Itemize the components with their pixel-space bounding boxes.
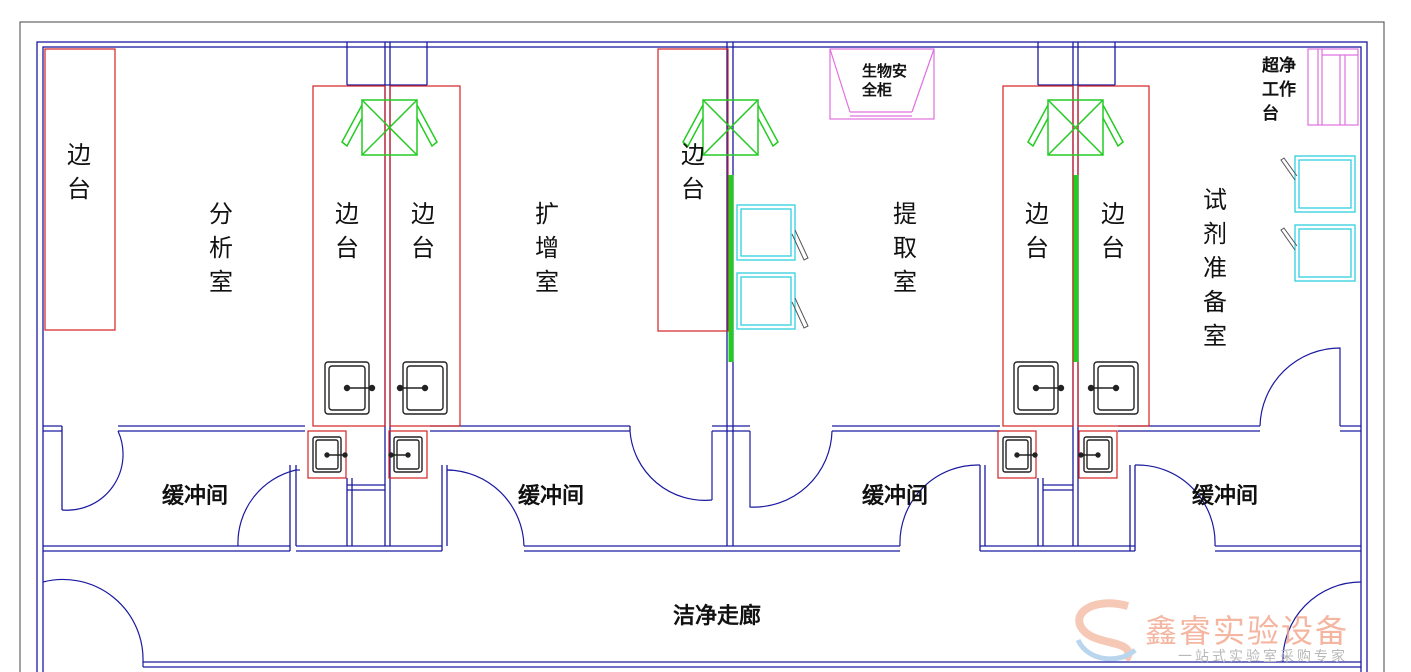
label-bench-c: 边 台 [681,141,705,203]
label-extraction-room: 提 取 室 [893,200,917,296]
label-amplification-room: 扩 增 室 [535,200,559,296]
fume-hoods [341,99,1124,362]
label-bench-d: 边 台 [1025,200,1049,262]
watermark-slogan: 一站式实验室采购专家 [1178,649,1348,665]
label-biosafety-cabinet: 生物安 全柜 [862,62,908,99]
drawing-frame [19,21,1385,672]
watermark-brand: 鑫睿实验设备 [1145,612,1350,650]
watermark-logo [1075,599,1137,663]
label-analysis-room: 分 析 室 [209,200,233,296]
outer-walls [36,41,1368,672]
label-buffer-1: 缓冲间 [162,484,229,509]
partition-walls [43,42,1361,668]
sinks [312,361,1139,473]
label-reagent-prep-room: 试 剂 准 备 室 [1203,186,1227,350]
label-clean-bench: 超净 工作 台 [1262,56,1296,124]
cabinets [829,48,1359,126]
label-buffer-3: 缓冲间 [862,484,929,509]
label-corridor: 洁净走廊 [673,604,762,629]
label-side-bench-left: 边 台 [67,141,91,203]
doors [42,347,1362,667]
label-bench-b: 边 台 [411,200,435,262]
label-bench-a: 边 台 [335,200,359,262]
label-buffer-4: 缓冲间 [1192,484,1259,509]
fridges [736,155,1356,330]
fridge-doors [791,157,1298,329]
label-bench-e: 边 台 [1101,200,1125,262]
label-buffer-2: 缓冲间 [518,484,585,509]
